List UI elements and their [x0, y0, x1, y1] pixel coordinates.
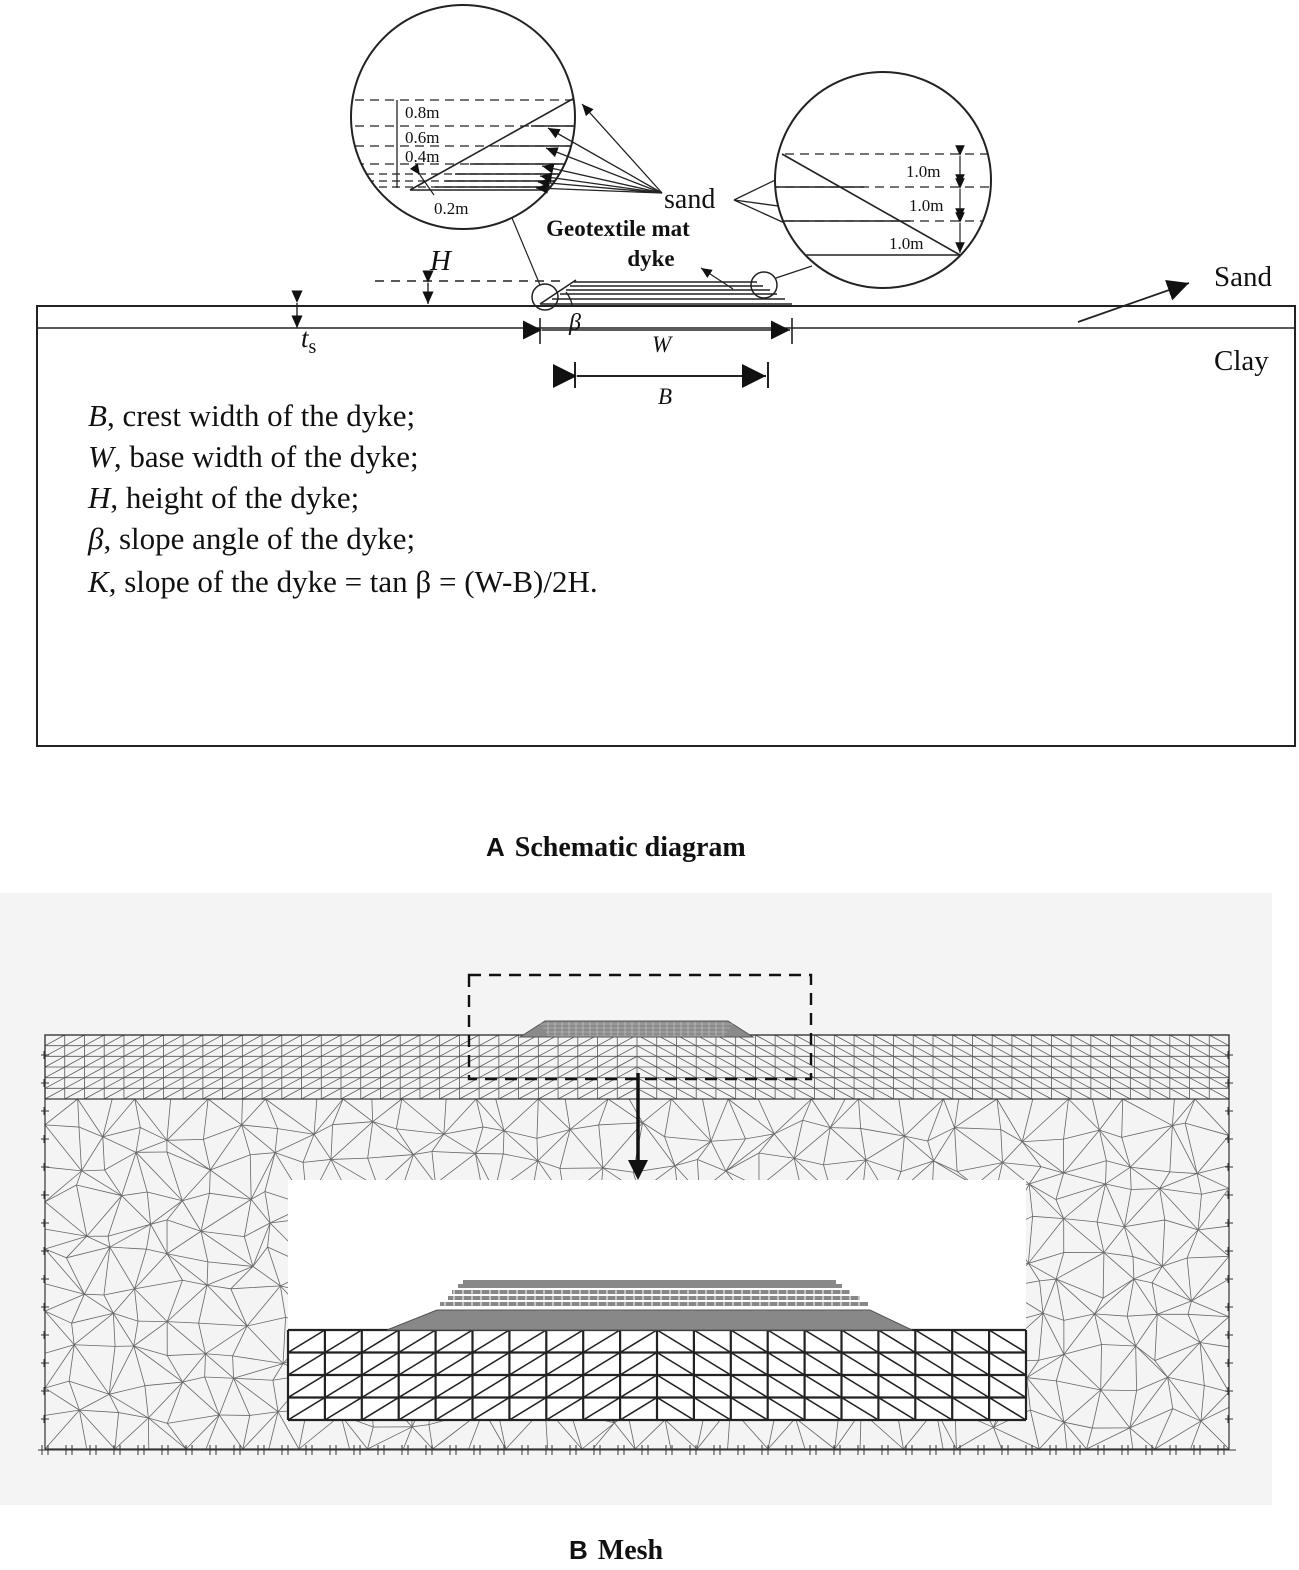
mesh-zoom-inset: [286, 1180, 1028, 1422]
zoom-right-label-1: 1.0m: [909, 196, 943, 215]
inset-dyke-layers: [440, 1280, 868, 1308]
label-sand-layer: Sand: [1214, 261, 1273, 293]
legend-symbol: W: [88, 439, 114, 474]
legend-line-b: B, crest width of the dyke;: [88, 395, 415, 436]
legend-text: , base width of the dyke;: [113, 439, 419, 474]
label-dyke: dyke: [627, 246, 674, 271]
label-sand: sand: [664, 184, 715, 215]
caption-b: B Mesh: [569, 1535, 663, 1567]
label-h: H: [429, 245, 453, 277]
caption-letter: B: [569, 1535, 588, 1565]
legend-text: slope of the dyke = tan β = (W-B)/2H.: [116, 564, 598, 599]
caption-text: Schematic diagram: [514, 832, 746, 863]
detail-circle-right: [750, 271, 778, 299]
soil-domain: [36, 305, 1296, 747]
schematic-diagram: H ts β W B Sand Clay Geotextile mat dyke: [36, 4, 1296, 747]
legend-text: , crest width of the dyke;: [106, 398, 416, 433]
sand-arrows-left: [535, 103, 663, 194]
legend-line-w: W, base width of the dyke;: [88, 436, 419, 477]
legend-symbol: K,: [88, 564, 117, 599]
zoom-left-label-3: 0.2m: [434, 199, 468, 218]
zoom-box: [467, 973, 813, 1081]
boundary-fixity-marks: [38, 1051, 1236, 1455]
label-clay-layer: Clay: [1214, 345, 1269, 377]
zoom-left-label-2: 0.4m: [405, 147, 439, 166]
legend-symbol: B: [88, 398, 107, 433]
label-ts: ts: [301, 323, 317, 358]
zoom-circle-right: 1.0m 1.0m 1.0m: [774, 71, 992, 289]
caption-a: A Schematic diagram: [486, 832, 746, 864]
legend-line-h: H, height of the dyke;: [88, 477, 359, 518]
legend-text: , slope angle of the dyke;: [103, 521, 416, 556]
legend-symbol: H: [88, 480, 111, 515]
detail-circle-left: [531, 283, 559, 311]
legend-line-beta: β, slope angle of the dyke;: [88, 518, 415, 559]
legend-text: , height of the dyke;: [110, 480, 360, 515]
zoom-left-label-1: 0.6m: [405, 128, 439, 147]
legend-symbol: β: [88, 521, 104, 556]
dyke-layers: [539, 279, 792, 305]
caption-text: Mesh: [597, 1535, 664, 1566]
caption-letter: A: [486, 832, 505, 862]
legend-line-k: K, slope of the dyke = tan β = (W-B)/2H.: [88, 561, 598, 602]
zoom-left-label-0: 0.8m: [405, 103, 439, 122]
zoom-right-label-2: 1.0m: [889, 234, 923, 253]
inset-dyke-base: [386, 1309, 913, 1331]
zoom-right-label-0: 1.0m: [906, 162, 940, 181]
zoom-circle-left: 0.8m 0.6m 0.4m 0.2m: [350, 4, 576, 230]
label-geotextile-mat: Geotextile mat: [546, 216, 690, 241]
label-w: W: [652, 332, 673, 357]
label-b: B: [658, 384, 672, 409]
